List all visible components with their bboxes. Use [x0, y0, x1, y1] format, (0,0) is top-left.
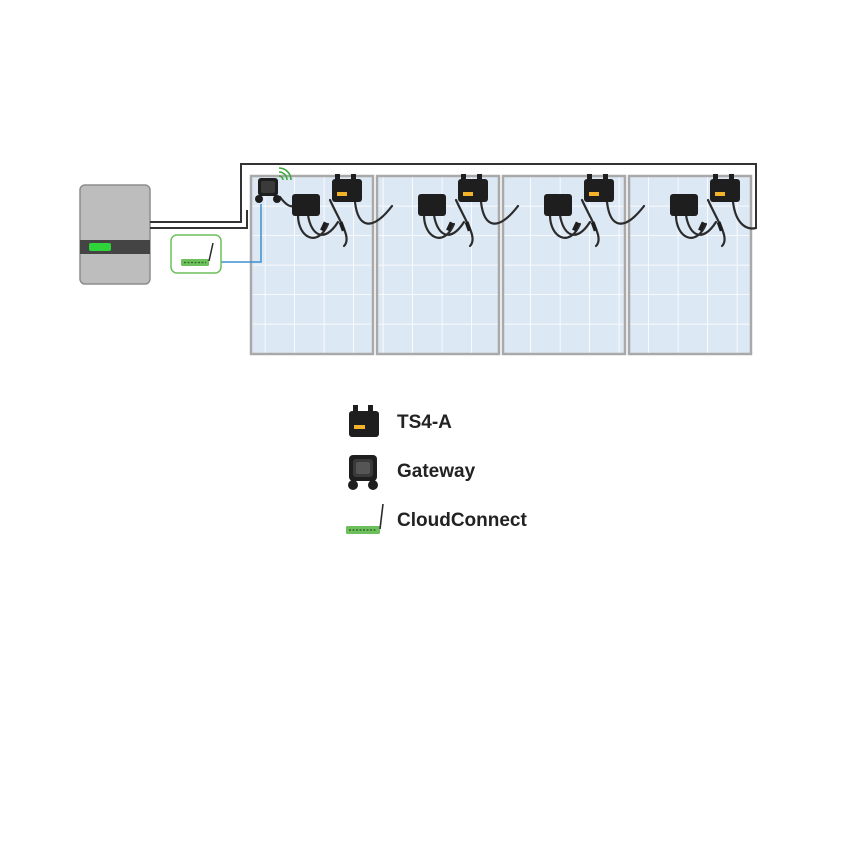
junction-boxes [292, 194, 698, 216]
legend: TS4-A Gateway CloudConnect [345, 403, 605, 550]
mc4-connectors [320, 221, 724, 232]
ts4-a-optimizers [332, 174, 740, 202]
legend-label-gateway: Gateway [397, 461, 476, 482]
gateway-icon [348, 455, 378, 490]
wireless-signal-icon [278, 167, 292, 181]
inverter-status-led [89, 243, 111, 251]
data-cable [220, 204, 262, 263]
ts4-a-optimizer [710, 174, 740, 202]
ts4-a-optimizer [332, 174, 362, 202]
panel-1 [249, 174, 375, 356]
gateway [255, 167, 292, 203]
legend-item-gateway: Gateway [345, 452, 605, 501]
ts4-a-optimizer-icon [349, 405, 379, 437]
inverter [79, 184, 151, 285]
legend-label-cloudconnect: CloudConnect [397, 510, 527, 531]
ts4-a-optimizer [458, 174, 488, 202]
legend-label-ts4-a: TS4-A [397, 412, 452, 433]
cloudconnect-device [170, 234, 222, 274]
cloudconnect-icon [346, 503, 384, 534]
legend-item-ts4-a: TS4-A [345, 403, 605, 452]
ts4-a-optimizer [584, 174, 614, 202]
legend-item-cloudconnect: CloudConnect [345, 501, 605, 550]
home-run-cable [150, 163, 757, 229]
